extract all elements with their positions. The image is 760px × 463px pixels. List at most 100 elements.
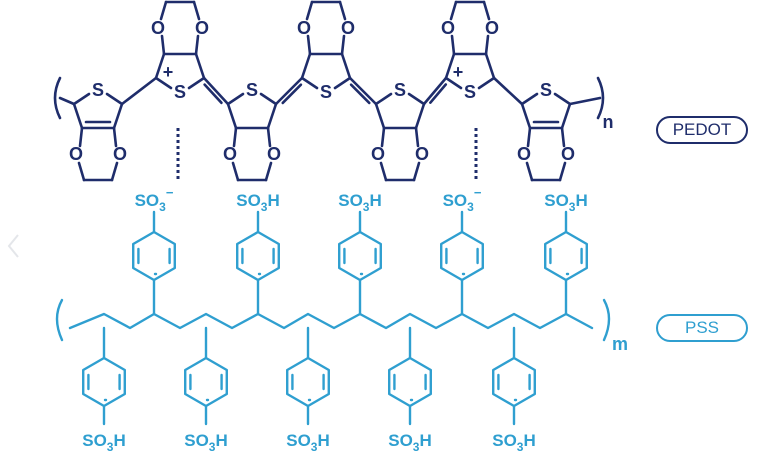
bond bbox=[333, 76, 352, 90]
bond bbox=[340, 52, 352, 80]
benzene-ring bbox=[440, 230, 484, 282]
group-part: SO bbox=[236, 191, 261, 210]
oxygen-atom: O bbox=[371, 144, 385, 164]
group-part: SO bbox=[286, 431, 311, 450]
bond bbox=[159, 0, 168, 21]
bond bbox=[226, 102, 238, 130]
bond bbox=[444, 52, 456, 80]
bond bbox=[553, 92, 572, 106]
so3-anion-group: SO3− bbox=[443, 185, 482, 214]
positive-charge: + bbox=[163, 62, 174, 82]
double-bond bbox=[429, 83, 448, 104]
bond bbox=[300, 76, 319, 90]
bond bbox=[444, 76, 463, 90]
group-part: SO bbox=[184, 431, 209, 450]
inter-ring-bond bbox=[274, 76, 304, 106]
bond bbox=[520, 102, 532, 130]
benzene-ring bbox=[184, 356, 228, 408]
pedot-label: PEDOT bbox=[656, 116, 748, 144]
bond bbox=[560, 126, 566, 148]
bond bbox=[194, 52, 206, 80]
pss-label: PSS bbox=[656, 314, 748, 342]
so3h-group: SO3H bbox=[82, 431, 126, 454]
bond bbox=[112, 126, 118, 148]
so3-anion-group: SO3− bbox=[135, 185, 174, 214]
oxygen-atom: O bbox=[441, 18, 455, 38]
bond bbox=[266, 126, 272, 148]
double-bond bbox=[203, 83, 223, 105]
positive-charge: + bbox=[453, 62, 464, 82]
bond bbox=[526, 126, 532, 148]
thiophene-unit: S O O bbox=[69, 80, 127, 182]
bond bbox=[484, 34, 490, 56]
sulfur-atom: S bbox=[464, 82, 476, 102]
inter-ring-bond bbox=[202, 76, 230, 106]
so3h-group: SO3H bbox=[338, 191, 382, 214]
group-part: SO bbox=[135, 191, 160, 210]
benzene-ring bbox=[82, 356, 126, 408]
so3h-group: SO3H bbox=[544, 191, 588, 214]
oxygen-atom: O bbox=[485, 18, 499, 38]
benzene-ring bbox=[544, 230, 588, 282]
benzene-ring bbox=[492, 356, 536, 408]
sulfur-atom: S bbox=[394, 80, 406, 100]
bond bbox=[231, 161, 240, 182]
bond bbox=[477, 76, 496, 90]
m-subscript: m bbox=[612, 334, 628, 354]
group-part: SO bbox=[492, 431, 517, 450]
double-bond bbox=[281, 83, 303, 105]
group-part: H bbox=[317, 431, 329, 450]
ionic-interaction-lines bbox=[176, 128, 478, 180]
bond bbox=[192, 0, 201, 21]
bond bbox=[110, 161, 119, 182]
benzene-ring bbox=[286, 356, 330, 408]
thiophene-unit: S O O + bbox=[441, 0, 499, 102]
bond bbox=[412, 161, 421, 182]
group-subscript: 3 bbox=[107, 440, 114, 454]
left-bracket bbox=[53, 76, 62, 120]
benzene-ring bbox=[236, 230, 280, 282]
bond bbox=[259, 92, 278, 106]
bond bbox=[306, 34, 312, 56]
bond bbox=[72, 92, 91, 106]
benzene-ring bbox=[338, 230, 382, 282]
group-part: H bbox=[113, 431, 125, 450]
group-subscript: 3 bbox=[413, 440, 420, 454]
sulfur-atom: S bbox=[246, 80, 258, 100]
bond bbox=[264, 161, 273, 182]
bond bbox=[154, 76, 173, 90]
bond bbox=[77, 161, 86, 182]
n-subscript: n bbox=[603, 112, 614, 132]
oxygen-atom: O bbox=[113, 144, 127, 164]
group-part: H bbox=[575, 191, 587, 210]
bond bbox=[105, 92, 124, 106]
oxygen-atom: O bbox=[297, 18, 311, 38]
chain-end-bond bbox=[58, 96, 76, 106]
bond bbox=[305, 0, 314, 21]
bond bbox=[520, 92, 539, 106]
bond bbox=[379, 161, 388, 182]
bond bbox=[232, 126, 238, 148]
inter-ring-bond bbox=[492, 76, 524, 106]
sulfur-atom: S bbox=[92, 80, 104, 100]
chain-end-bond bbox=[568, 96, 602, 106]
group-subscript: 3 bbox=[569, 200, 576, 214]
chevron-left-icon[interactable] bbox=[6, 232, 22, 260]
bond bbox=[160, 34, 166, 56]
oxygen-atom: O bbox=[561, 144, 575, 164]
oxygen-atom: O bbox=[151, 18, 165, 38]
inter-ring-bond bbox=[120, 76, 158, 106]
bond bbox=[187, 76, 206, 90]
bond bbox=[525, 161, 534, 182]
oxygen-atom: O bbox=[69, 144, 83, 164]
oxygen-atom: O bbox=[267, 144, 281, 164]
bond bbox=[558, 161, 567, 182]
group-part: SO bbox=[443, 191, 468, 210]
bond bbox=[484, 52, 496, 80]
polymer-backbone bbox=[68, 312, 594, 330]
group-subscript: 3 bbox=[209, 440, 216, 454]
